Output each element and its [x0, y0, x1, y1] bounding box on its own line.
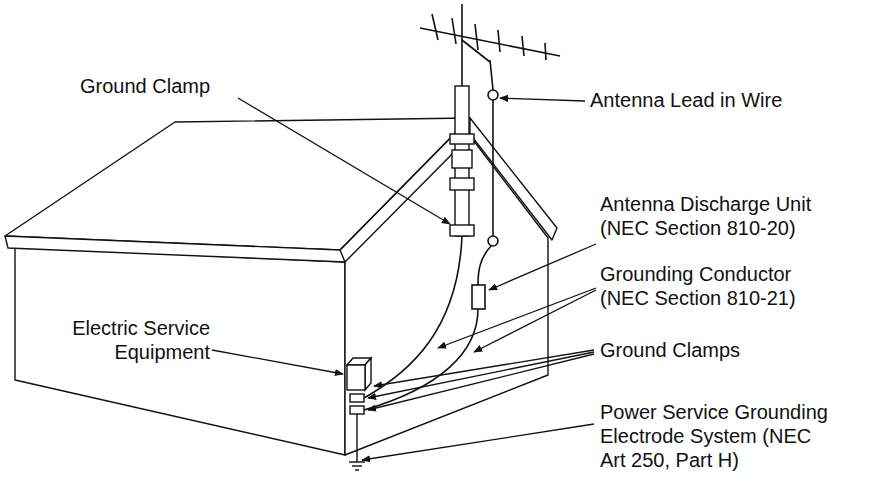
- leader-line: [362, 424, 594, 460]
- callout-label: Antenna Lead in Wire: [590, 88, 782, 112]
- lead-in-standoff: [488, 236, 498, 246]
- mast-clamp: [452, 150, 472, 168]
- antenna-boom: [420, 28, 560, 56]
- grounding-electrode: [356, 414, 357, 462]
- roof-fascia: [5, 236, 345, 262]
- leader-line: [238, 98, 450, 224]
- ground-clamp: [350, 394, 364, 402]
- electric-service-box: [347, 365, 365, 390]
- leader-line: [212, 350, 343, 374]
- roof-gable-edge: [470, 118, 557, 240]
- front-wall: [15, 247, 345, 455]
- leader-line: [500, 98, 585, 101]
- roof-front: [5, 118, 470, 250]
- callout-label: Ground Clamps: [600, 338, 740, 362]
- callout-label: Electric Service Equipment: [40, 316, 210, 364]
- ground-symbol: [349, 461, 365, 462]
- antenna-element: [522, 36, 524, 56]
- antenna-mast: [461, 4, 463, 88]
- leader-line: [368, 354, 594, 410]
- ground-clamp: [450, 225, 474, 236]
- antenna-element: [545, 43, 546, 60]
- lead-in-wire: [478, 246, 491, 285]
- mast-clamp: [450, 134, 474, 144]
- lead-in-standoff: [488, 90, 498, 100]
- callout-label: Ground Clamp: [80, 74, 210, 98]
- antenna-element: [452, 18, 456, 44]
- ground-clamp: [350, 406, 364, 414]
- leader-line: [474, 290, 596, 352]
- service-box-side: [365, 358, 371, 390]
- callout-label: Antenna Discharge Unit (NEC Section 810-…: [600, 192, 850, 240]
- leader-line: [368, 352, 594, 398]
- antenna-discharge-unit: [472, 285, 485, 309]
- ground-symbol: [355, 469, 359, 470]
- lead-in-wire: [492, 100, 494, 236]
- ground-symbol: [352, 465, 362, 466]
- leader-line: [438, 288, 596, 348]
- antenna-brace: [462, 40, 490, 62]
- leader-line: [489, 244, 596, 290]
- mast-clamp: [450, 178, 474, 190]
- antenna-element: [475, 24, 478, 50]
- antenna-element: [498, 30, 500, 52]
- callout-label: Power Service Grounding Electrode System…: [600, 400, 835, 472]
- lead-in-wire: [490, 60, 493, 90]
- callout-label: Grounding Conductor (NEC Section 810-21): [600, 262, 835, 310]
- antenna-element: [432, 14, 438, 40]
